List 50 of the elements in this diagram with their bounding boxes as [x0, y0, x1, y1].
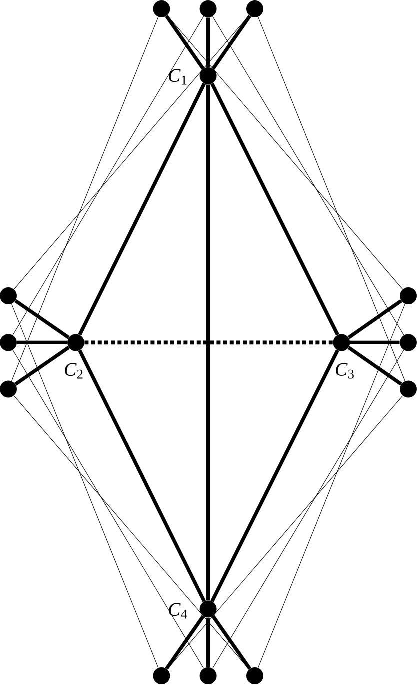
graph-edge — [78, 350, 206, 602]
vertex-dot — [200, 668, 217, 684]
vertex-dot — [153, 0, 170, 18]
graph-edge — [206, 618, 210, 668]
graph-edge — [165, 15, 205, 70]
graph-edge — [14, 396, 250, 670]
graph-edge — [212, 16, 404, 336]
graph-edge — [14, 299, 70, 340]
vertex-dot — [0, 288, 17, 304]
graph-edge — [350, 340, 400, 344]
graph-edge — [258, 16, 406, 382]
graph-edge — [167, 396, 404, 670]
vertex-dot — [200, 68, 217, 84]
graph-edge — [11, 16, 159, 382]
graph-edge — [210, 82, 340, 336]
vertex-dot — [400, 288, 417, 304]
vertex-dot — [200, 0, 217, 18]
vertex-dot — [0, 380, 17, 398]
graph-edge — [14, 346, 70, 386]
graph-edge — [84, 340, 333, 345]
vertex-label: C$_{1}$ — [169, 69, 187, 85]
graph-edge — [212, 615, 252, 670]
graph-edge — [78, 83, 206, 336]
graph-edge — [17, 340, 68, 344]
graph-edge — [212, 350, 404, 669]
graph-edge — [212, 15, 252, 70]
vertex-label: C$_{2}$ — [65, 363, 83, 379]
vertex-dot — [68, 334, 84, 352]
graph-edge — [12, 350, 204, 669]
graph-edge — [165, 615, 205, 670]
graph-edge — [14, 15, 250, 290]
graph-edge — [167, 15, 404, 290]
vertex-dot — [400, 380, 417, 398]
vertex-dot — [333, 334, 350, 352]
vertex-dot — [153, 668, 170, 684]
vertex-label: C$_{3}$ — [336, 363, 354, 379]
graph-edge — [206, 84, 210, 601]
vertex-dot — [246, 668, 264, 684]
graph-edge — [206, 18, 210, 68]
graph-edge — [12, 16, 204, 336]
vertex-dot — [200, 600, 217, 618]
graph-edge — [210, 350, 340, 602]
vertex-dot — [0, 334, 17, 352]
vertex-label: C$_{4}$ — [169, 603, 188, 619]
graph-edge — [11, 304, 159, 668]
vertex-dot — [400, 334, 417, 352]
graph-edge — [348, 300, 402, 340]
graph-edge — [348, 346, 402, 386]
graph-edge — [258, 304, 406, 668]
vertex-dot — [246, 0, 264, 18]
